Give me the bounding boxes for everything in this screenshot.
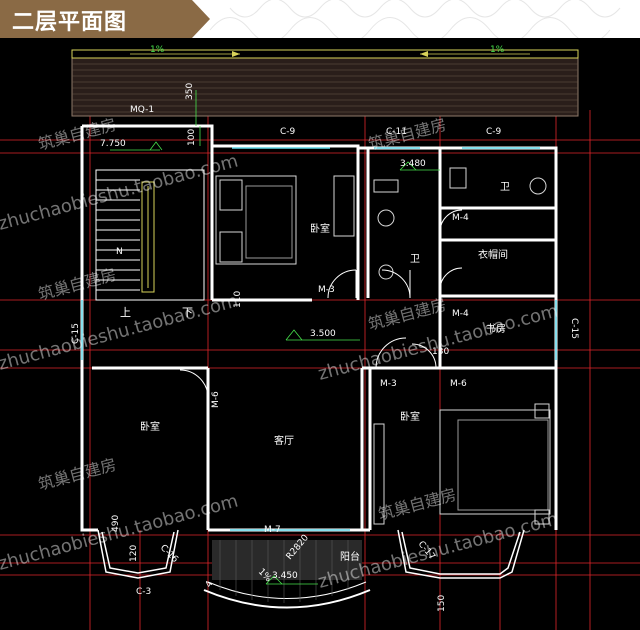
dim-4: 4 [204, 579, 216, 589]
elev-3450: 3.450 [272, 571, 298, 581]
furniture [215, 167, 551, 525]
door-m6-left: M-6 [211, 391, 221, 408]
room-study: 书房 [486, 322, 506, 335]
dim-490: 490 [111, 515, 121, 532]
window-c3: C-3 [136, 587, 151, 597]
roof-tiles [71, 49, 579, 117]
elev-3500: 3.500 [310, 329, 336, 339]
stair-labels: 上 下 N [116, 247, 193, 319]
door-m4-mid: M-4 [452, 309, 469, 319]
door-labels: M-3 M-3 M-4 M-4 M-6 M-7 MQ-1 M-6 [130, 105, 469, 535]
door-swings [179, 209, 463, 399]
dim-150: 150 [437, 595, 447, 612]
stair-north: N [116, 247, 123, 257]
door-m4-top: M-4 [452, 213, 469, 223]
elev-3480: 3.480 [400, 159, 426, 169]
window-c15-right: C-15 [569, 318, 579, 339]
stair-up: 上 [120, 306, 131, 319]
bay-windows [97, 529, 525, 579]
balcony [203, 540, 371, 609]
page-title: 二层平面图 [12, 10, 128, 35]
window-c9-right: C-9 [486, 127, 502, 137]
room-bedroom-top: 卧室 [310, 222, 330, 235]
door-mq1: MQ-1 [130, 105, 154, 115]
dim-100: 100 [187, 129, 197, 146]
elev-7750: 7.750 [100, 139, 126, 149]
dim-120: 120 [129, 545, 139, 562]
room-labels: 卧室 卧室 卧室 客厅 卫 卫 衣帽间 书房 阳台 [140, 182, 510, 563]
room-closet: 衣帽间 [478, 248, 508, 261]
door-m3-top: M-3 [318, 285, 335, 295]
room-bedroom-right: 卧室 [400, 410, 420, 423]
title-bar: 二层平面图 [0, 0, 640, 38]
door-m7: M-7 [264, 525, 281, 535]
window-strokes [81, 147, 557, 531]
dim-roof-right: 1% [490, 45, 505, 55]
door-m3-right: M-3 [380, 379, 397, 389]
room-bath-mid: 卫 [410, 254, 420, 265]
door-m6-right: M-6 [450, 379, 467, 389]
window-c11: C-11 [386, 127, 407, 137]
room-bedroom-left: 卧室 [140, 420, 160, 433]
room-living: 客厅 [274, 434, 294, 447]
title-tab-shape [0, 0, 210, 38]
dim-roof-left: 1% [150, 45, 165, 55]
dim-110: 110 [233, 291, 243, 308]
stair-down: 下 [182, 306, 193, 319]
window-c9-left: C-9 [280, 127, 296, 137]
room-bath-top: 卫 [500, 182, 510, 193]
room-balcony: 阳台 [340, 550, 360, 563]
title-ornament [209, 0, 621, 38]
dimension-marks [110, 90, 440, 585]
floor-plan-drawing: 卧室 卧室 卧室 客厅 卫 卫 衣帽间 书房 阳台 M-3 M-3 M-4 M-… [0, 38, 640, 630]
window-c15-left: C-15 [71, 323, 81, 344]
dim-130: 130 [432, 347, 449, 357]
stair [95, 169, 205, 301]
dim-350: 350 [185, 83, 195, 100]
